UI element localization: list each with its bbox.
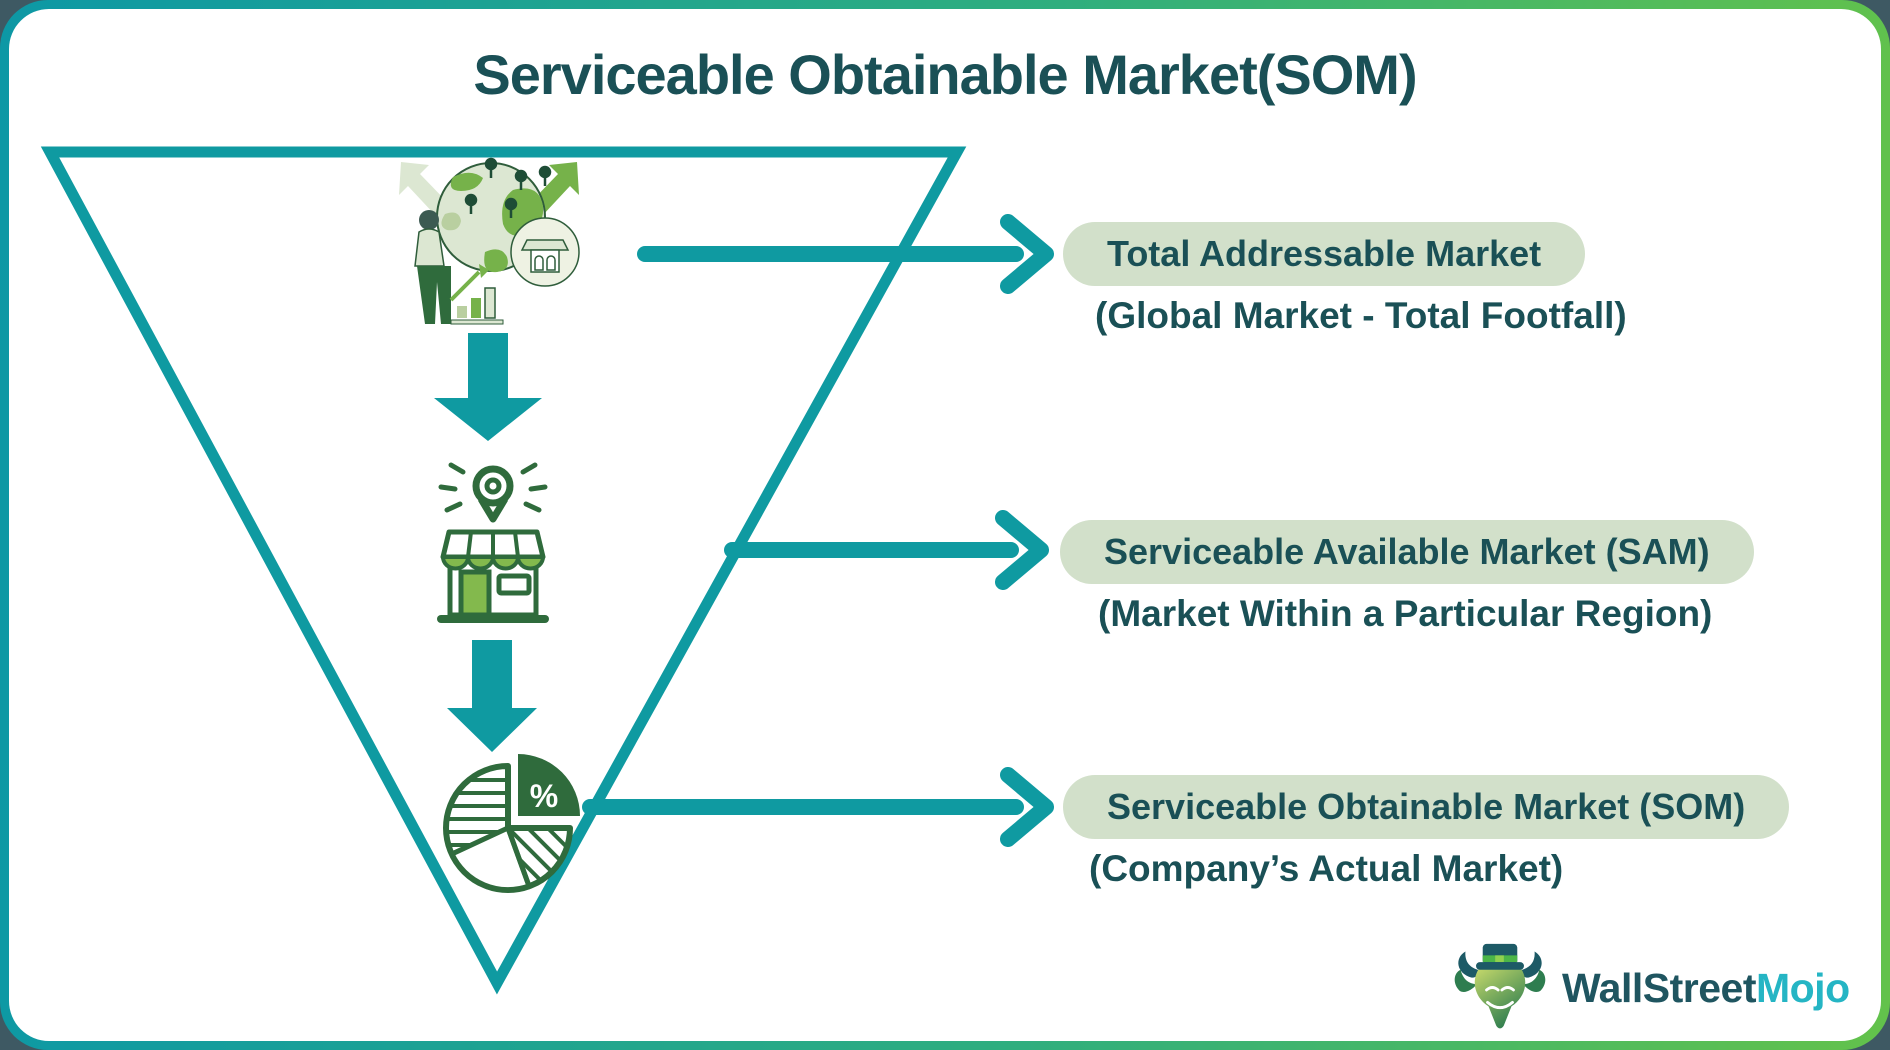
down-arrow-icon (434, 333, 542, 441)
percent-label: % (530, 778, 558, 814)
bull-top-hat-logo (1454, 943, 1546, 1029)
window-icon (496, 573, 532, 596)
arrow-to-som (582, 767, 1054, 847)
globe-icon (399, 157, 580, 325)
som-subtitle: (Company’s Actual Market) (1089, 848, 1564, 889)
arrow-to-sam (724, 510, 1049, 590)
bar-chart-icon (449, 264, 504, 325)
awning-icon (440, 529, 546, 571)
door-icon (458, 569, 492, 618)
sam-pill: Serviceable Available Market (SAM) (1060, 520, 1754, 584)
page-title: Serviceable Obtainable Market(SOM) (473, 43, 1417, 106)
pie-chart-percentage-icon: % (438, 748, 588, 898)
inverted-funnel-triangle (40, 146, 967, 995)
wallstreetmojo-logo: WallStreetMojo (1452, 942, 1850, 1034)
logo-text-mojo: Mojo (1755, 964, 1850, 1011)
level-tam-labels: Total Addressable Market (Global Market … (1063, 222, 1627, 337)
logo-wordmark: WallStreetMojo (1562, 965, 1850, 1012)
level-sam-labels: Serviceable Available Market (SAM) (Mark… (1060, 520, 1754, 635)
som-pill: Serviceable Obtainable Market (SOM) (1063, 775, 1790, 839)
tam-pill: Total Addressable Market (1063, 222, 1586, 286)
store-location-icon (437, 458, 549, 630)
arrow-to-tam (637, 214, 1054, 294)
store-icon (437, 462, 549, 623)
down-arrow-icon (447, 640, 537, 752)
person-icon (414, 210, 451, 324)
location-pin-icon (472, 465, 514, 523)
level-som-labels: Serviceable Obtainable Market (SOM) (Com… (1063, 775, 1790, 890)
pie-slice-icon (518, 754, 580, 816)
logo-text-wallstreet: WallStreet (1562, 964, 1756, 1011)
global-market-illustration (393, 152, 585, 332)
tam-subtitle: (Global Market - Total Footfall) (1095, 295, 1627, 336)
arrow-upleft-icon (399, 162, 449, 216)
storefront-badge-icon (510, 217, 580, 287)
pie-chart-icon: % (443, 754, 580, 893)
sam-subtitle: (Market Within a Particular Region) (1098, 593, 1713, 634)
rays-icon (438, 462, 548, 513)
